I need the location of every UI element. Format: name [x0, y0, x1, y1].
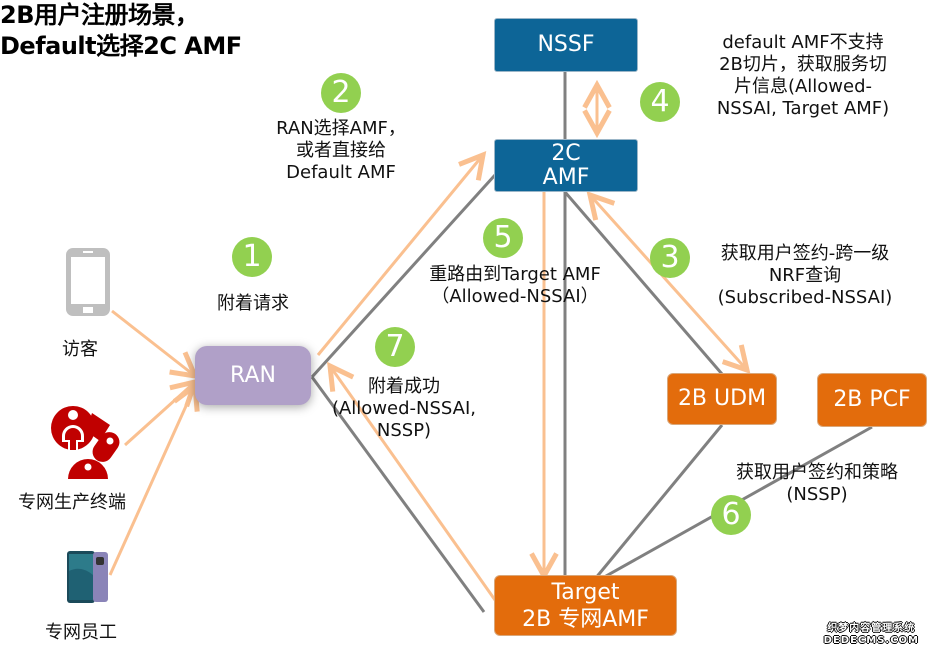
step-6-badge: 6	[711, 495, 751, 535]
arrow-terminal-ran	[123, 382, 195, 447]
arrow-amf2c-udm	[590, 195, 747, 370]
arrow-employee-ran	[108, 386, 195, 576]
robot-arm-icon	[50, 403, 130, 483]
ran-node[interactable]: RAN	[195, 346, 311, 405]
amf-2c-node[interactable]: 2C AMF	[494, 139, 638, 192]
link-ran-amf2c	[310, 173, 497, 379]
title-line-1: 2B用户注册场景，	[0, 1, 199, 29]
production-terminal-label: 专网生产终端	[18, 492, 126, 513]
link-udm-target	[588, 424, 724, 586]
step-4-badge: 4	[640, 82, 680, 122]
step-5-label: 重路由到Target AMF （Allowed-NSSAI）	[429, 264, 601, 307]
watermark: 织梦内容管理系统 DEDECMS.COM	[824, 623, 919, 647]
arrow-target-ran	[330, 366, 497, 601]
step-3-badge: 3	[650, 238, 690, 278]
pcf-2b-node[interactable]: 2B PCF	[817, 373, 927, 427]
step-7-badge: 7	[375, 327, 415, 367]
step-2-badge: 2	[321, 73, 361, 113]
smartphone-employee-icon	[67, 551, 109, 607]
visitor-label: 访客	[62, 339, 98, 360]
step-1-badge: 1	[232, 237, 272, 277]
step-3-label: 获取用户签约-跨一级 NRF查询 (Subscribed-NSSAI)	[717, 243, 893, 308]
title-line-2: Default选择2C AMF	[0, 32, 242, 60]
target-amf-2b-node[interactable]: Target 2B 专网AMF	[494, 575, 677, 636]
employee-label: 专网员工	[45, 622, 117, 643]
step-4-label: default AMF不支持 2B切片，获取服务切 片信息(Allowed- N…	[716, 32, 890, 119]
watermark-line-1: 织梦内容管理系统	[827, 623, 916, 634]
watermark-line-2: DEDECMS.COM	[823, 635, 919, 646]
link-ran-target	[310, 376, 486, 613]
arrow-ran-amf2c	[316, 155, 483, 356]
udm-2b-node[interactable]: 2B UDM	[667, 373, 777, 425]
step-1-label: 附着请求	[217, 293, 289, 314]
diagram-title: 2B用户注册场景， Default选择2C AMF	[0, 0, 929, 62]
step-2-label: RAN选择AMF， 或者直接给 Default AMF	[276, 118, 406, 183]
step-6-label: 获取用户签约和策略 (NSSP)	[736, 462, 898, 505]
arrow-visitor-ran	[111, 309, 195, 376]
visitor-phone-icon	[64, 246, 112, 322]
step-5-badge: 5	[483, 218, 523, 258]
nssf-node[interactable]: NSSF	[494, 18, 638, 72]
step-7-label: 附着成功 (Allowed-NSSAI, NSSP)	[331, 376, 477, 441]
